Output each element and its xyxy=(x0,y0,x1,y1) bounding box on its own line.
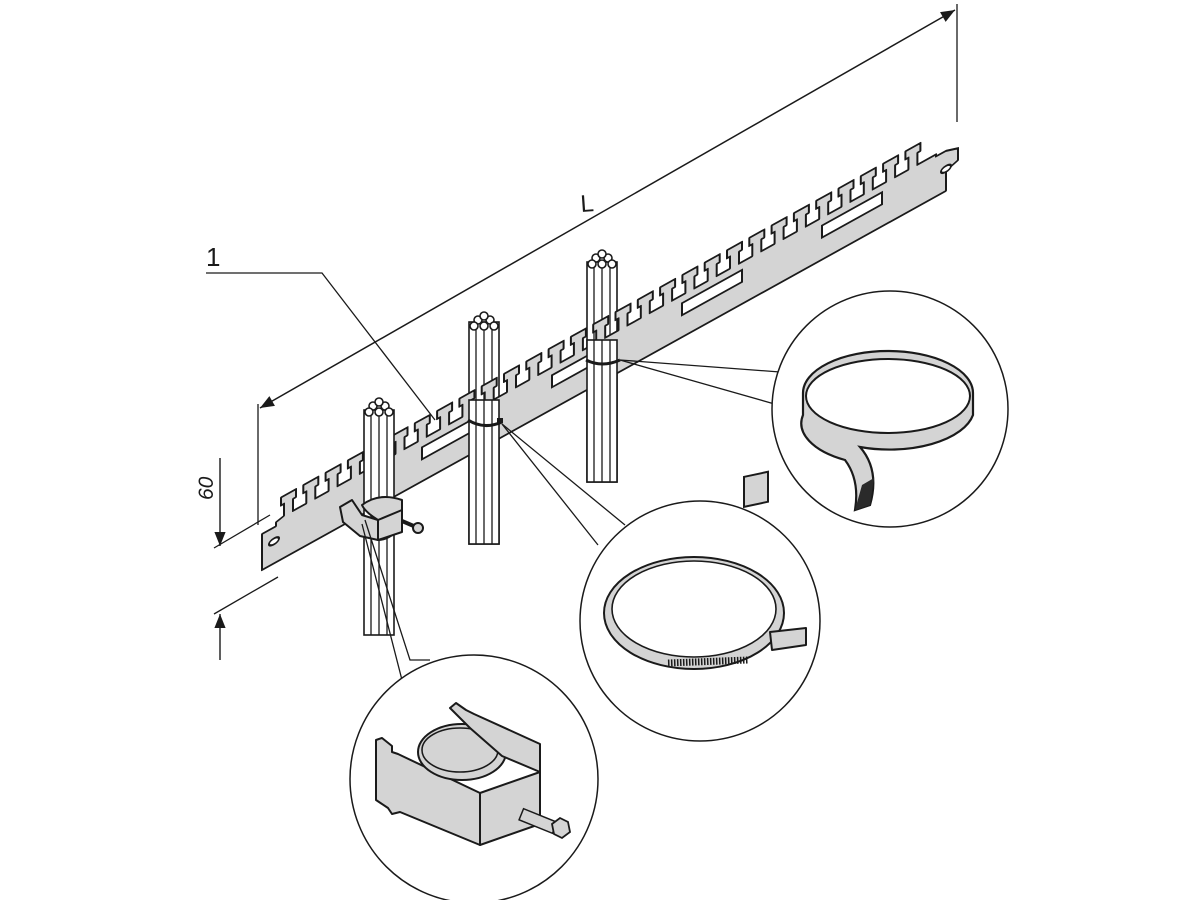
detail-view-saddle-clamp xyxy=(349,654,599,900)
clamp-bolt-head xyxy=(412,522,424,534)
height-label: 60 xyxy=(195,476,218,500)
cable-ends xyxy=(364,397,394,417)
callout-leader-line xyxy=(206,272,436,421)
cable-strap-installed xyxy=(585,358,621,366)
cable-tie-lock-head xyxy=(743,470,769,509)
strap-hook-side xyxy=(855,478,874,510)
length-dimension: L xyxy=(257,4,958,525)
detail-view-strap xyxy=(771,290,1009,528)
cable-ends xyxy=(469,311,499,331)
height-dimension: 60 xyxy=(195,458,279,660)
length-label: L xyxy=(580,190,595,218)
rail-slots xyxy=(421,190,883,461)
saddle-clamp-installed xyxy=(339,495,424,541)
cable-tie-installed xyxy=(467,418,503,427)
part-callout: 1 xyxy=(206,242,436,421)
rail-slot xyxy=(681,268,743,317)
cable-tie-head xyxy=(497,418,503,423)
cable-tie-tail xyxy=(769,627,807,651)
clamp-bolt-detail xyxy=(518,807,571,840)
part-number-label: 1 xyxy=(206,242,220,272)
cable-tie-teeth xyxy=(667,656,749,667)
cable-ends xyxy=(587,249,617,269)
height-extension-bottom xyxy=(213,576,279,615)
detail-view-cable-tie xyxy=(579,470,821,742)
length-dimension-line xyxy=(259,9,956,409)
clamp-rear-flange xyxy=(449,702,541,773)
mounting-hole-left xyxy=(268,536,280,547)
mounting-hole-right xyxy=(940,163,952,175)
rail-slot xyxy=(821,190,883,240)
